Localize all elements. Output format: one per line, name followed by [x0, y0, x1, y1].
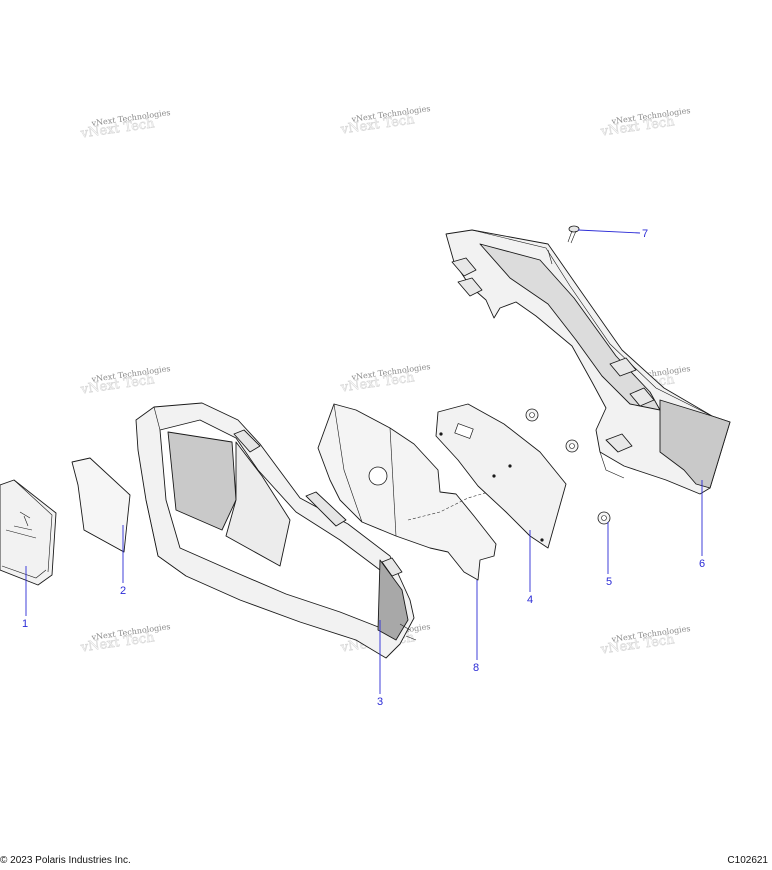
callout-2: 2 [120, 585, 126, 597]
callout-1: 1 [22, 618, 28, 630]
part-6-housing [445, 229, 731, 495]
watermark: vNext Tech vNext Technologies [339, 362, 431, 396]
clip [597, 511, 611, 525]
callout-7: 7 [642, 228, 648, 240]
callout-labels: 1 2 3 4 5 6 7 8 [22, 228, 705, 708]
watermark: vNext Tech vNext Technologies [599, 106, 691, 140]
watermark: vNext Tech vNext Technologies [599, 624, 691, 658]
callout-5: 5 [606, 576, 612, 588]
callout-8: 8 [473, 662, 479, 674]
watermark: vNext Tech vNext Technologies [79, 622, 171, 656]
leader-line-7 [577, 229, 641, 234]
watermark: vNext Tech vNext Technologies [339, 104, 431, 138]
part-3-bezel [135, 402, 417, 659]
leader-lines [25, 229, 703, 694]
callout-3: 3 [377, 696, 383, 708]
watermark: vNext Tech vNext Technologies [79, 364, 171, 398]
callout-4: 4 [527, 594, 533, 606]
watermark: vNext Tech vNext Technologies [79, 108, 171, 142]
part-4-plate [435, 403, 567, 549]
copyright-notice: © 2023 Polaris Industries Inc. [0, 855, 131, 866]
part-7-screw [567, 225, 580, 244]
clip [565, 439, 579, 453]
part-5-clips [525, 408, 611, 525]
callout-6: 6 [699, 558, 705, 570]
figure-code: C102621 [727, 855, 768, 866]
clip [525, 408, 539, 422]
part-8-backing-panel [317, 403, 503, 581]
part-1-cover [0, 479, 57, 586]
part-2-pad [71, 457, 131, 553]
